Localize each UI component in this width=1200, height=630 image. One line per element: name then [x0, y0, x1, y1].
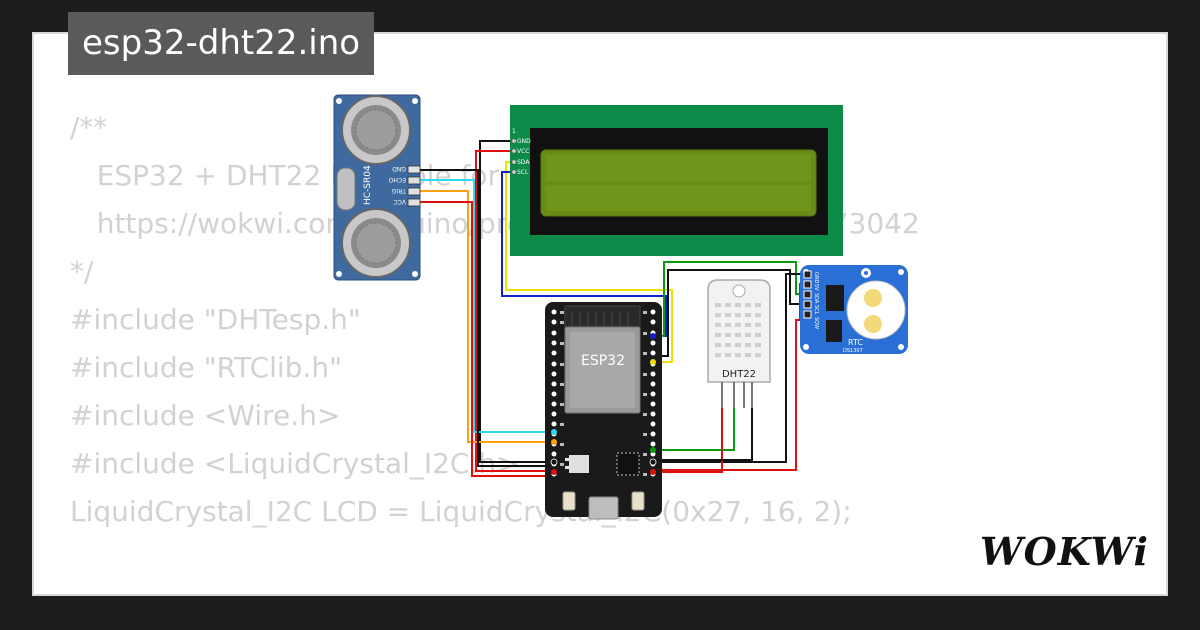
lcd-pin-scl[interactable] [511, 169, 517, 175]
voltage-regulator [565, 455, 589, 473]
lcd-pin-sda-label: SDA [517, 159, 530, 166]
esp32-module: ESP32 [564, 305, 641, 414]
lcd-pin-scl-label: SCL [517, 169, 529, 176]
lcd-pin-gnd[interactable] [511, 138, 517, 144]
transducer-top [341, 95, 411, 165]
usb-chip [616, 452, 640, 476]
adafruit-logo-icon [861, 268, 871, 278]
usb-port[interactable] [588, 496, 619, 520]
wokwi-logo-text: WOKWi [980, 529, 1149, 574]
file-title-tab[interactable]: esp32-dht22.ino [68, 12, 375, 75]
dht22-pins[interactable] [721, 382, 753, 408]
lcd-pin-vcc[interactable] [511, 148, 517, 154]
ultrasonic-pin-gnd[interactable] [407, 165, 421, 174]
en-button[interactable] [562, 491, 576, 511]
rtc-label: RTC [848, 338, 863, 347]
lcd-pin-sda[interactable] [511, 159, 517, 165]
battery-icon [846, 280, 906, 340]
rtc-chip [826, 285, 844, 342]
rtc-pin-header[interactable] [803, 270, 812, 319]
ultrasonic-pin-echo[interactable] [407, 176, 421, 185]
rtc-chip-label: DS1307 [843, 348, 863, 354]
transducer-bottom [341, 208, 411, 278]
lcd-pin-vcc-label: VCC [517, 148, 529, 155]
ultrasonic-pin-vcc[interactable] [407, 198, 421, 207]
ultrasonic-sensor[interactable]: HC-SR04 GND ECHO TRIG VCC [333, 94, 421, 281]
code-line: */ [70, 255, 94, 288]
ultrasonic-label: HC-SR04 [363, 165, 373, 205]
code-line: #include "DHTesp.h" [70, 303, 361, 336]
ultrasonic-pin-trig[interactable] [407, 187, 421, 196]
boot-button[interactable] [631, 491, 645, 511]
ultrasonic-pin-gnd-label: GND [392, 165, 406, 172]
esp32-label: ESP32 [581, 353, 625, 369]
dht22-sensor[interactable]: DHT22 [707, 279, 771, 408]
wire-endpoints [550, 333, 657, 475]
rtc-pin-sqw-label: SQW [813, 317, 819, 329]
rtc-pin-sda-label: SDA [813, 293, 819, 304]
rtc-pin-gnd-label: GND [813, 272, 819, 284]
lcd-character-grid [546, 155, 811, 211]
wokwi-logo: WOKWi [980, 529, 1149, 574]
esp32-board[interactable]: ESP32 [545, 302, 662, 520]
code-line: #include <LiquidCrystal_I2C.h> [70, 447, 520, 480]
lcd-pin1-mark: 1 [512, 128, 516, 135]
dht22-label: DHT22 [722, 369, 756, 380]
wires [420, 140, 806, 477]
rtc-module[interactable]: GND 5V SDA SCL SQW RTC DS1307 [800, 265, 908, 354]
ultrasonic-pin-vcc-label: VCC [394, 198, 406, 205]
rtc-pin-scl-label: SCL [813, 305, 819, 315]
lcd-display[interactable]: 1 GND VCC SDA SCL [510, 105, 843, 256]
code-line: #include <Wire.h> [70, 399, 341, 432]
ultrasonic-pin-echo-label: ECHO [389, 176, 406, 183]
code-line: /** [70, 111, 108, 144]
dht22-grille [715, 303, 761, 357]
lcd-pin-gnd-label: GND [517, 138, 531, 145]
esp32-pin-silkscreen [560, 311, 647, 476]
ultrasonic-pin-trig-label: TRIG [391, 187, 407, 194]
rtc-pin-5v-label: 5V [813, 284, 819, 291]
code-line: #include "RTClib.h" [70, 351, 342, 384]
